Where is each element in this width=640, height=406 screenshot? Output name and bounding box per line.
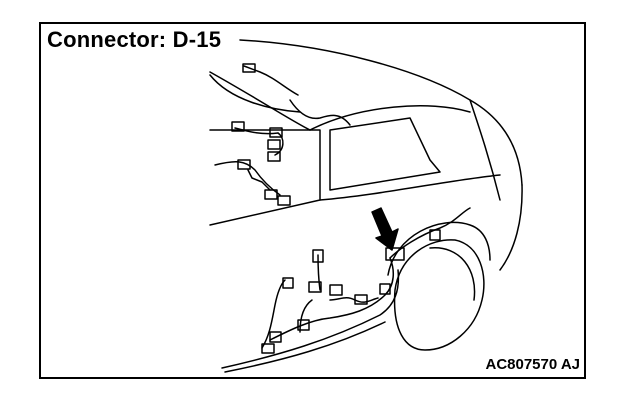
lower-harness [261,207,471,354]
figure-code: AC807570 AJ [485,356,580,373]
sill-line [221,269,400,369]
connector-title: Connector: D-15 [47,27,222,52]
upper-harness [214,63,351,206]
car-body-outline [209,39,523,271]
connector-indicator-arrow [371,207,399,251]
figure-frame [39,22,586,379]
rear-wheel [387,221,491,351]
